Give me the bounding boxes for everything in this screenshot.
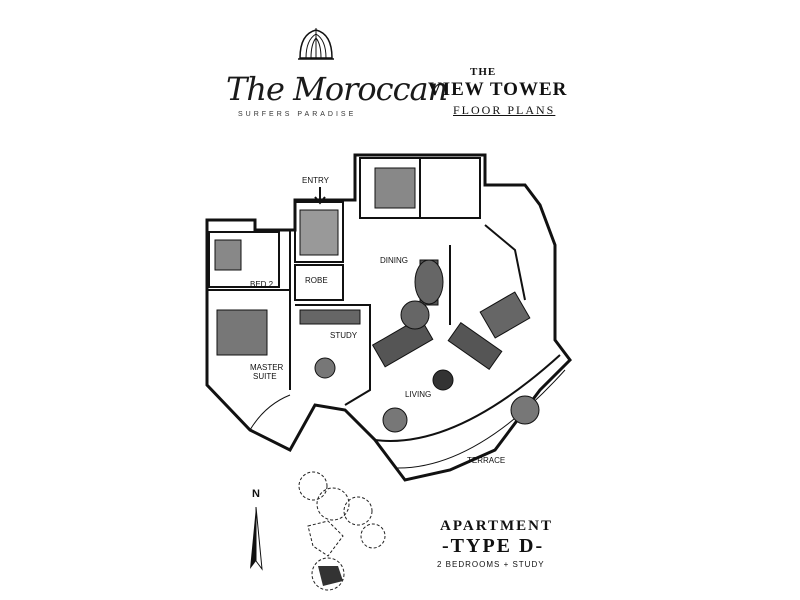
north-arrow-icon bbox=[250, 506, 263, 571]
page-title: VIEW TOWER bbox=[428, 79, 568, 100]
brand-tagline: SURFERS PARADISE bbox=[238, 111, 357, 118]
label-terrace: TERRACE bbox=[467, 456, 505, 465]
title-small: THE bbox=[470, 66, 497, 78]
label-living: LIVING bbox=[405, 390, 431, 399]
dome-logo-icon bbox=[298, 28, 334, 60]
label-master-suite-1: MASTER bbox=[250, 363, 284, 372]
label-master-suite-2: SUITE bbox=[253, 372, 277, 381]
label-entry: ENTRY bbox=[302, 176, 330, 185]
floor-plan: ENTRY ROBE BED 2 DINING STUDY LIVING MAS… bbox=[205, 153, 572, 482]
apartment-type: -TYPE D- bbox=[442, 535, 545, 557]
site-key-plan bbox=[298, 471, 386, 591]
apartment-description: 2 BEDROOMS + STUDY bbox=[437, 560, 545, 569]
north-label: N bbox=[252, 488, 260, 500]
label-bed2: BED 2 bbox=[250, 280, 274, 289]
label-study: STUDY bbox=[330, 331, 358, 340]
entry-arrow-icon bbox=[314, 187, 326, 205]
label-dining: DINING bbox=[380, 256, 408, 265]
label-robe: ROBE bbox=[305, 276, 328, 285]
brand-name: The Moroccan bbox=[226, 70, 448, 108]
page-subtitle: FLOOR PLANS bbox=[453, 103, 556, 117]
apartment-label: APARTMENT bbox=[440, 518, 554, 534]
